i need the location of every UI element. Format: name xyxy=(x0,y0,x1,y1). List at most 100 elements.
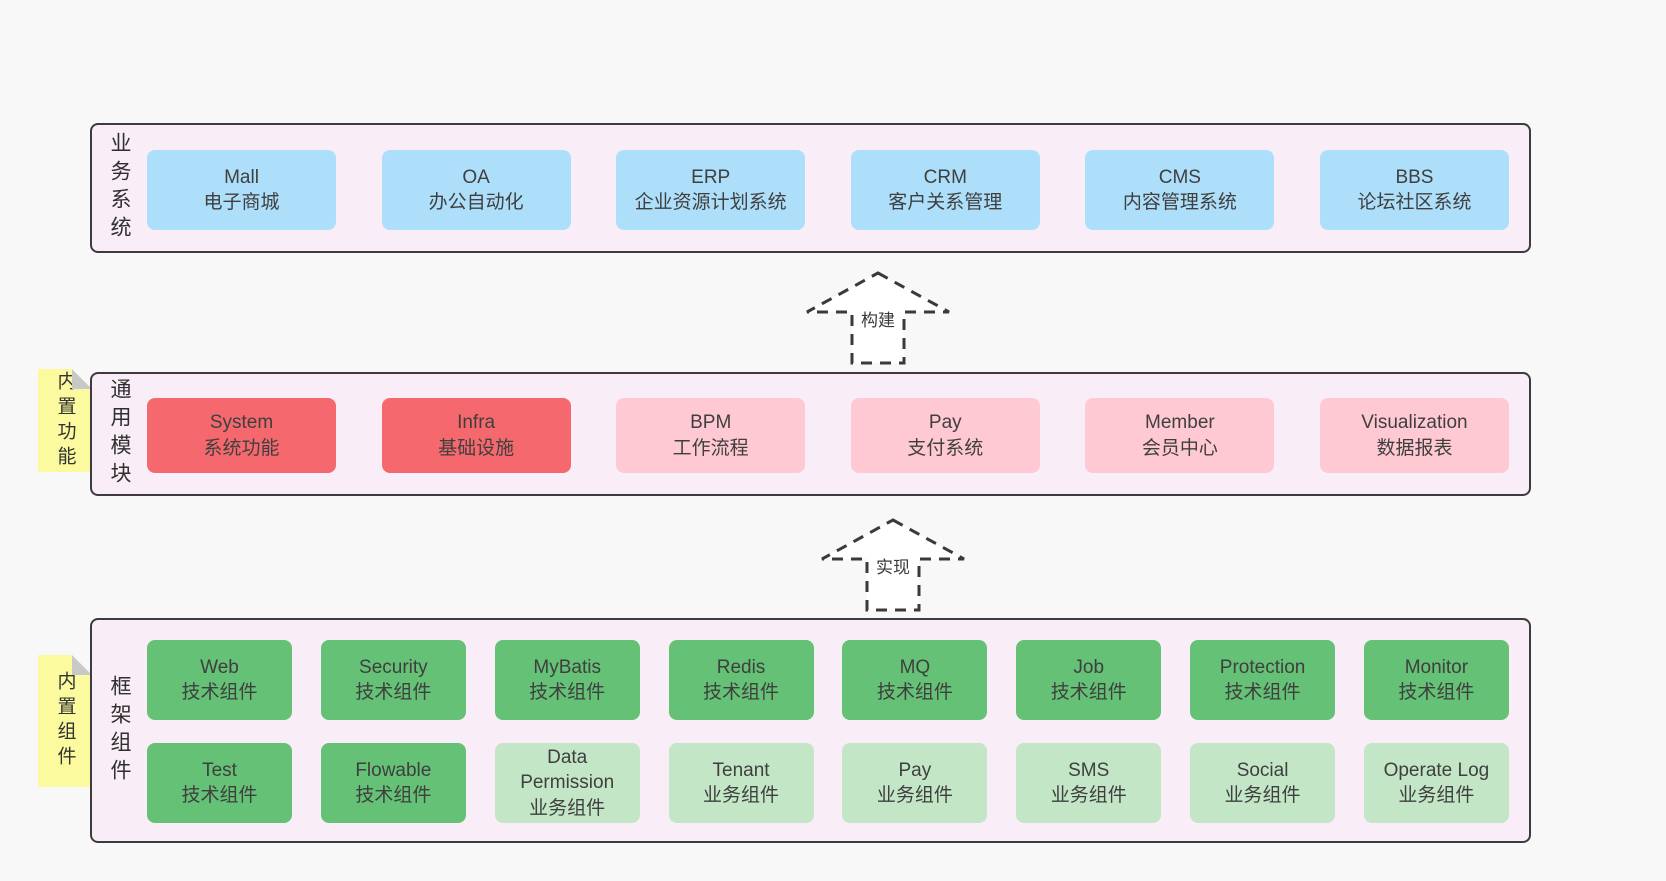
box-subtitle: 技术组件 xyxy=(703,682,780,703)
business-systems-row: Mall 电子商城 OA 办公自动化 ERP 企业资源计划系统 CRM 客户关系… xyxy=(147,150,1509,230)
box-subtitle: 论坛社区系统 xyxy=(1357,192,1472,213)
box-subtitle: 业务组件 xyxy=(529,797,606,819)
box-sms: SMS 业务组件 xyxy=(1016,743,1162,823)
box-title: Mall xyxy=(224,166,259,188)
panel-framework-components: 框架组件 Web 技术组件 Security 技术组件 MyBatis 技术组件… xyxy=(90,618,1531,843)
box-subtitle: 办公自动化 xyxy=(428,192,524,213)
panel-business-systems: 业务系统 Mall 电子商城 OA 办公自动化 ERP 企业资源计划系统 CRM… xyxy=(90,123,1531,253)
tag-builtin-features-label: 内置功能 xyxy=(54,370,76,471)
box-subtitle: 技术组件 xyxy=(529,682,606,703)
arrow-build: 构建 xyxy=(803,270,953,367)
box-operate-log: Operate Log 业务组件 xyxy=(1363,743,1509,823)
box-subtitle: 企业资源计划系统 xyxy=(634,192,787,213)
arrow-implement-label: 实现 xyxy=(873,553,913,578)
box-title: Social xyxy=(1236,759,1289,781)
box-crm: CRM 客户关系管理 xyxy=(850,150,1040,230)
box-subtitle: 技术组件 xyxy=(1050,682,1127,703)
common-modules-row: System 系统功能 Infra 基础设施 BPM 工作流程 Pay 支付系统… xyxy=(147,398,1509,473)
box-monitor: Monitor 技术组件 xyxy=(1363,640,1509,720)
panel-common-modules-label: 通用模块 xyxy=(108,378,131,490)
box-subtitle: 业务组件 xyxy=(1050,785,1127,806)
box-erp: ERP 企业资源计划系统 xyxy=(616,150,806,230)
box-bbs: BBS 论坛社区系统 xyxy=(1319,150,1509,230)
box-system: System 系统功能 xyxy=(147,398,336,473)
box-pay: Pay 支付系统 xyxy=(850,398,1040,473)
box-subtitle: 技术组件 xyxy=(1398,682,1475,703)
box-tenant: Tenant 业务组件 xyxy=(668,743,814,823)
box-title: BBS xyxy=(1395,166,1434,188)
box-title: Web xyxy=(200,656,239,678)
box-title: Job xyxy=(1073,656,1105,678)
box-title: CMS xyxy=(1158,166,1201,188)
box-infra: Infra 基础设施 xyxy=(381,398,571,473)
box-bpm: BPM 工作流程 xyxy=(616,398,806,473)
box-title: Tenant xyxy=(712,759,770,781)
box-subtitle: 电子商城 xyxy=(203,192,280,213)
box-subtitle: 业务组件 xyxy=(1224,785,1301,806)
box-subtitle: 系统功能 xyxy=(203,437,280,459)
tag-builtin-components-label: 内置组件 xyxy=(54,671,76,771)
box-title: BPM xyxy=(690,412,732,434)
box-pay-component: Pay 业务组件 xyxy=(842,743,988,823)
panel-common-modules: 通用模块 System 系统功能 Infra 基础设施 BPM 工作流程 Pay… xyxy=(90,372,1531,496)
framework-components-row-1: Web 技术组件 Security 技术组件 MyBatis 技术组件 Redi… xyxy=(147,640,1509,720)
box-subtitle: 数据报表 xyxy=(1376,437,1453,459)
tag-builtin-components: 内置组件 xyxy=(38,655,92,787)
box-title: Visualization xyxy=(1361,412,1468,434)
box-visualization: Visualization 数据报表 xyxy=(1319,398,1509,473)
box-mq: MQ 技术组件 xyxy=(842,640,988,720)
box-title: MQ xyxy=(899,656,931,678)
box-redis: Redis 技术组件 xyxy=(668,640,814,720)
box-test: Test 技术组件 xyxy=(147,743,292,823)
box-mybatis: MyBatis 技术组件 xyxy=(494,640,640,720)
box-title: Security xyxy=(359,656,428,678)
box-security: Security 技术组件 xyxy=(320,640,466,720)
framework-components-row-2: Test 技术组件 Flowable 技术组件 Data Permission … xyxy=(147,743,1509,823)
box-flowable: Flowable 技术组件 xyxy=(320,743,466,823)
box-subtitle: 业务组件 xyxy=(703,785,780,806)
box-job: Job 技术组件 xyxy=(1016,640,1162,720)
box-title: Member xyxy=(1145,412,1215,434)
box-subtitle: 基础设施 xyxy=(438,437,515,459)
box-subtitle: 技术组件 xyxy=(1224,682,1301,703)
box-subtitle: 技术组件 xyxy=(181,785,258,806)
box-social: Social 业务组件 xyxy=(1190,743,1336,823)
box-title: OA xyxy=(462,166,490,188)
box-subtitle: 会员中心 xyxy=(1141,437,1218,459)
box-title: Test xyxy=(202,759,237,781)
panel-business-systems-label: 业务系统 xyxy=(108,132,131,244)
box-subtitle: 技术组件 xyxy=(181,682,258,703)
box-subtitle: 业务组件 xyxy=(876,785,953,806)
box-protection: Protection 技术组件 xyxy=(1190,640,1336,720)
box-member: Member 会员中心 xyxy=(1085,398,1275,473)
box-title: ERP xyxy=(691,166,731,188)
box-title: Flowable xyxy=(355,759,432,781)
box-subtitle: 技术组件 xyxy=(876,682,953,703)
box-mall: Mall 电子商城 xyxy=(147,150,336,230)
box-title: Infra xyxy=(457,412,496,434)
box-title: Pay xyxy=(928,412,962,434)
box-subtitle: 技术组件 xyxy=(355,785,432,806)
arrow-build-label: 构建 xyxy=(858,306,898,331)
box-title: Pay xyxy=(898,759,932,781)
tag-builtin-features: 内置功能 xyxy=(38,369,92,472)
panel-framework-components-label: 框架组件 xyxy=(108,674,131,787)
box-title: Redis xyxy=(716,656,766,678)
box-title: Data Permission xyxy=(520,747,615,794)
box-cms: CMS 内容管理系统 xyxy=(1085,150,1275,230)
box-web: Web 技术组件 xyxy=(147,640,292,720)
box-subtitle: 内容管理系统 xyxy=(1122,192,1237,213)
box-title: Operate Log xyxy=(1383,759,1490,781)
box-subtitle: 业务组件 xyxy=(1398,785,1475,806)
box-title: CRM xyxy=(923,166,967,188)
box-title: Protection xyxy=(1219,656,1306,678)
box-oa: OA 办公自动化 xyxy=(381,150,571,230)
box-title: System xyxy=(209,412,274,434)
box-data-permission: Data Permission 业务组件 xyxy=(494,743,640,823)
box-subtitle: 技术组件 xyxy=(355,682,432,703)
box-title: SMS xyxy=(1068,759,1110,781)
box-title: MyBatis xyxy=(533,656,601,678)
box-title: Monitor xyxy=(1404,656,1469,678)
box-subtitle: 客户关系管理 xyxy=(888,192,1003,213)
